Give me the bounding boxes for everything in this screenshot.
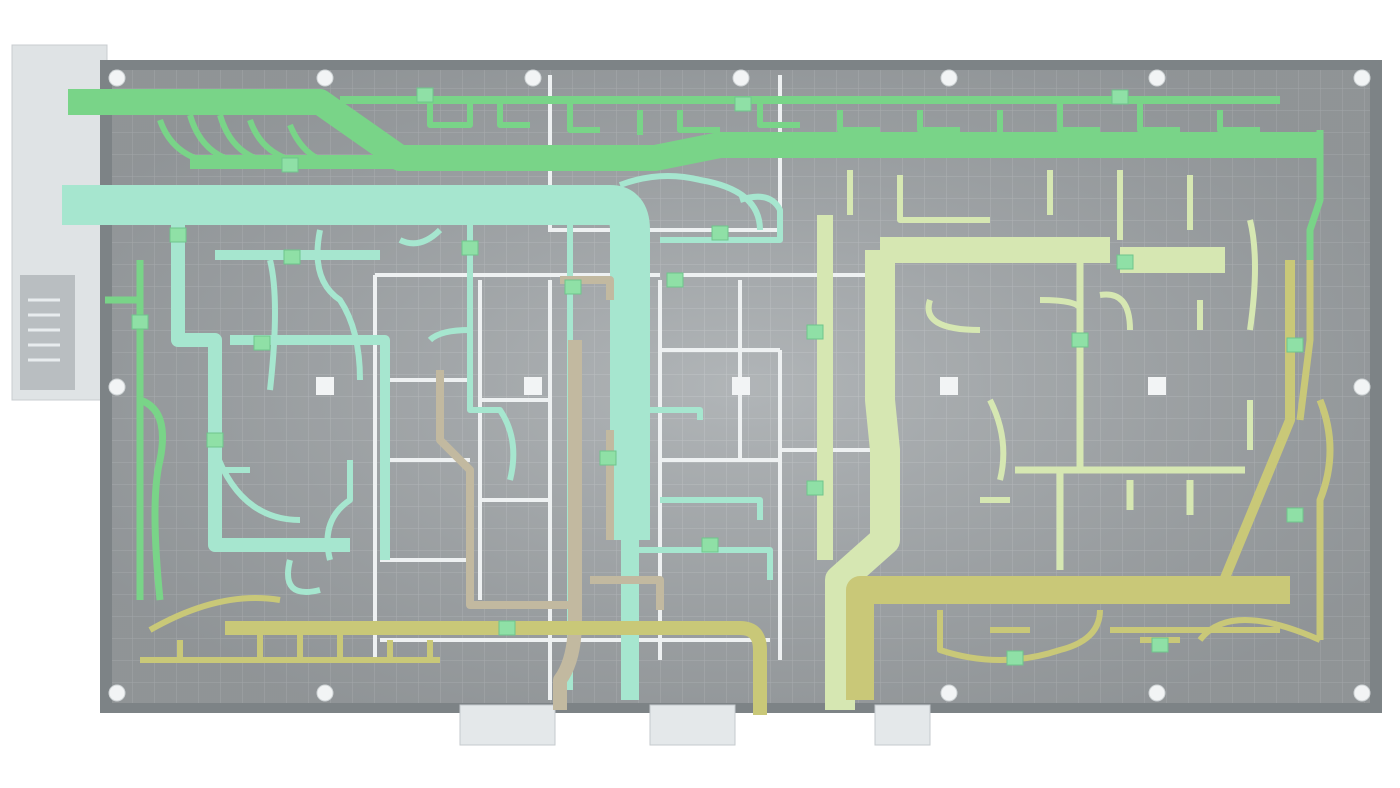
duct-run	[212, 193, 783, 595]
duct-run	[140, 595, 440, 663]
damper-fitting	[281, 157, 299, 173]
damper-fitting	[1151, 637, 1169, 653]
duct-run	[62, 185, 650, 540]
column	[732, 377, 750, 395]
column	[108, 378, 126, 396]
duct-run	[1296, 260, 1334, 640]
damper-fitting	[416, 87, 434, 103]
duct-run	[880, 237, 1225, 273]
columns	[108, 69, 1371, 702]
duct-run	[825, 250, 900, 710]
column	[316, 377, 334, 395]
duct-run	[846, 576, 1290, 700]
damper-fitting	[1286, 337, 1304, 353]
column	[940, 377, 958, 395]
column	[524, 69, 542, 87]
duct-run	[157, 114, 322, 163]
duct-run	[436, 276, 664, 610]
column	[316, 684, 334, 702]
damper-fitting	[599, 450, 617, 466]
damper-fitting	[1006, 650, 1024, 666]
damper-fitting	[1111, 89, 1129, 105]
damper-fitting	[564, 279, 582, 295]
damper-fitting	[734, 96, 752, 112]
duct-run	[1015, 260, 1245, 570]
column	[524, 377, 542, 395]
damper-fitting	[206, 432, 224, 448]
column	[732, 69, 750, 87]
damper-fitting	[1071, 332, 1089, 348]
column	[1353, 684, 1371, 702]
duct-run	[553, 340, 582, 710]
damper-fitting	[283, 249, 301, 265]
column	[108, 69, 126, 87]
duct-run	[1306, 130, 1324, 260]
damper-fitting	[711, 225, 729, 241]
damper-fitting	[498, 620, 516, 636]
column	[1353, 378, 1371, 396]
damper-fitting	[806, 324, 824, 340]
column	[316, 69, 334, 87]
entrances	[459, 704, 931, 746]
column	[1148, 377, 1166, 395]
damper-fitting	[1116, 254, 1134, 270]
damper-fitting	[131, 314, 149, 330]
duct-run	[225, 621, 767, 715]
duct-run	[171, 225, 350, 552]
duct-run	[1215, 260, 1295, 592]
column	[1148, 69, 1166, 87]
duct-run	[937, 609, 1322, 663]
damper-fitting	[666, 272, 684, 288]
column	[108, 684, 126, 702]
duct-run	[68, 89, 1320, 171]
ductwork	[62, 89, 1334, 715]
duct-run	[847, 170, 1258, 503]
duct-fittings	[131, 87, 1304, 666]
duct-run	[618, 173, 763, 231]
stairs-icon	[28, 298, 60, 362]
damper-fitting	[461, 240, 479, 256]
damper-fitting	[1286, 507, 1304, 523]
damper-fitting	[253, 335, 271, 351]
column	[1353, 69, 1371, 87]
column	[940, 684, 958, 702]
duct-run	[427, 100, 1260, 135]
damper-fitting	[806, 480, 824, 496]
column	[1148, 684, 1166, 702]
damper-fitting	[169, 227, 187, 243]
duct-run	[267, 225, 573, 690]
damper-fitting	[701, 537, 719, 553]
column	[940, 69, 958, 87]
